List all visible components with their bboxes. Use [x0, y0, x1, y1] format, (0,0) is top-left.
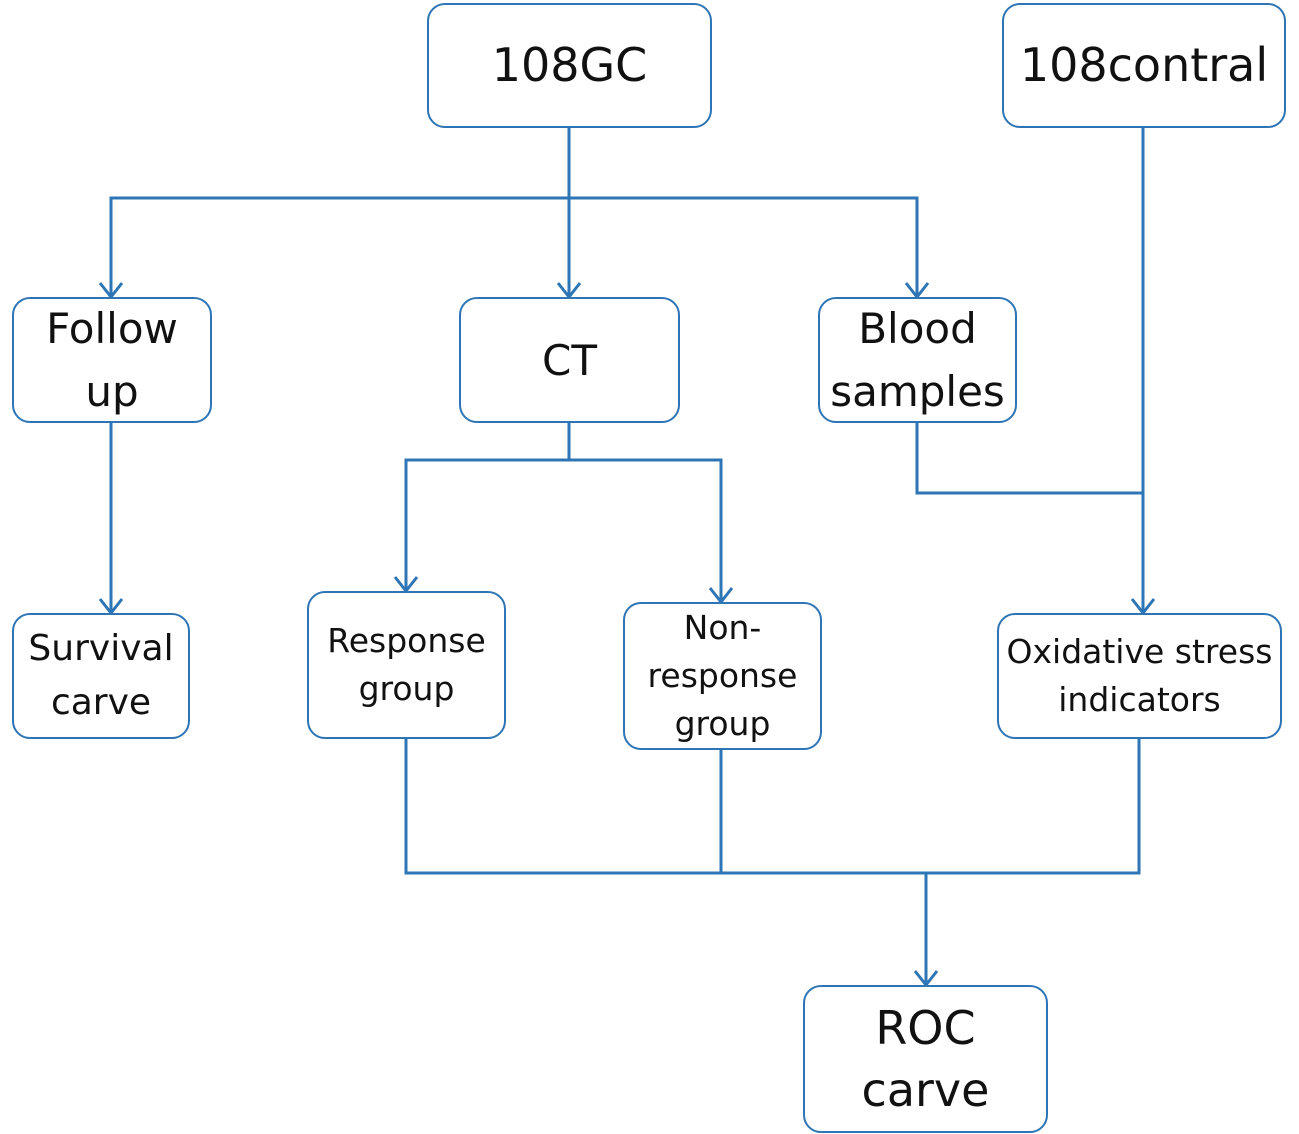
node-108gc: 108GC — [427, 3, 712, 128]
node-ct: CT — [459, 297, 680, 423]
node-response-group: Response group — [307, 591, 506, 739]
node-108gc-label: 108GC — [491, 38, 648, 93]
node-oxidative-stress-indicators: Oxidative stress indicators — [997, 613, 1282, 739]
node-roc-carve-label: ROC carve — [861, 1000, 990, 1117]
node-survival-carve-label: Survival carve — [28, 628, 174, 723]
node-roc-carve: ROC carve — [803, 985, 1048, 1133]
node-blood-samples-label: Blood samples — [830, 304, 1005, 416]
node-oxidative-stress-indicators-label: Oxidative stress indicators — [1006, 632, 1273, 719]
node-108contral-label: 108contral — [1019, 38, 1269, 93]
node-survival-carve: Survival carve — [12, 613, 190, 739]
node-follow-up-label: Follow up — [46, 304, 178, 416]
node-response-group-label: Response group — [327, 621, 486, 708]
node-non-response-group-label: Non- response group — [647, 608, 798, 743]
node-follow-up: Follow up — [12, 297, 212, 423]
node-non-response-group: Non- response group — [623, 602, 822, 750]
node-ct-label: CT — [542, 335, 597, 385]
node-blood-samples: Blood samples — [818, 297, 1017, 423]
node-108contral: 108contral — [1002, 3, 1286, 128]
